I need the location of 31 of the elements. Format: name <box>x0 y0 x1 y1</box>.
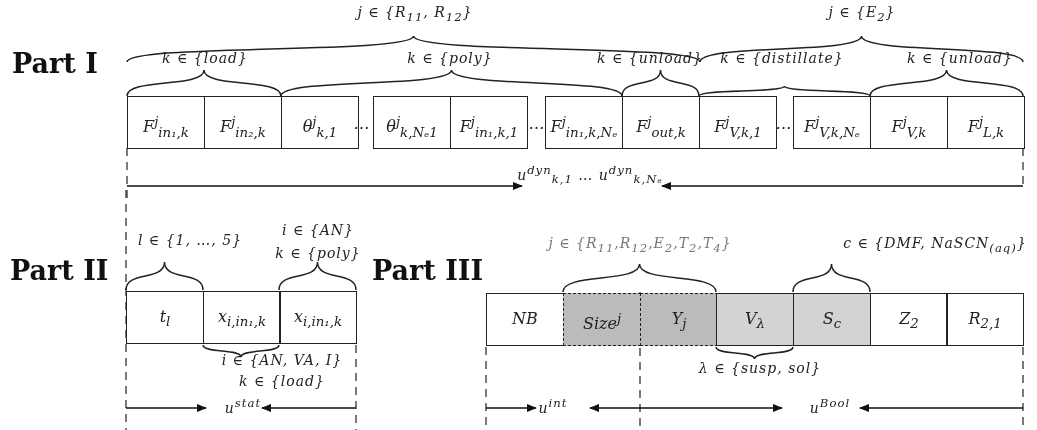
part-heading: Part III <box>372 255 484 286</box>
part-heading: Part II <box>10 255 109 286</box>
index-set-label: k ∈ {unload} <box>907 50 1013 66</box>
index-set-label: k ∈ {poly} <box>407 50 493 66</box>
variable-cell: S$_{c}$ <box>793 293 871 346</box>
variable-cell: Y$_{j}$ <box>640 293 718 346</box>
index-set-label: i ∈ {AN, VA, I} <box>221 352 343 368</box>
index-set-label: j ∈ {R$_{11}$, R$_{12}$} <box>357 4 473 24</box>
variable-cell: x$_{i,in₁,k}$ <box>203 291 281 344</box>
ellipsis: … <box>775 114 793 133</box>
variable-cell: t$_{l}$ <box>126 291 204 344</box>
index-set-label: λ ∈ {susp, sol} <box>698 360 822 376</box>
index-set-label: j ∈ {E$_{2}$} <box>828 4 896 24</box>
index-set-label: k ∈ {distillate} <box>720 50 844 66</box>
index-set-label: u$^{Bool}$ <box>809 396 851 416</box>
variable-cell: Size$^{j}$ <box>563 293 641 346</box>
ellipsis: … <box>528 114 546 133</box>
index-set-label: k ∈ {load} <box>162 50 248 66</box>
index-set-label: j ∈ {R$_{11}$,R$_{12}$,E$_{2}$,T$_{2}$,T$_{4}$} <box>548 235 732 255</box>
index-set-label: k ∈ {poly} <box>275 245 361 261</box>
variable-cell: R$_{2,1}$ <box>946 293 1024 346</box>
index-set-label: k ∈ {load} <box>239 373 325 389</box>
index-set-label: u$^{stat}$ <box>224 396 262 416</box>
variable-cell: x$_{i,in₁,k}$ <box>279 291 357 344</box>
index-set-label: c ∈ {DMF, NaSCN$_{(aq)}$} <box>843 235 1027 255</box>
variable-cell: Z$_{2}$ <box>870 293 948 346</box>
index-set-label: i ∈ {AN} <box>282 222 354 238</box>
part-heading: Part I <box>12 48 98 79</box>
index-set-label: l ∈ {1, …, 5} <box>137 232 243 248</box>
index-set-label: u$^{int}$ <box>538 396 568 416</box>
variable-cell: V$_{λ}$ <box>716 293 794 346</box>
